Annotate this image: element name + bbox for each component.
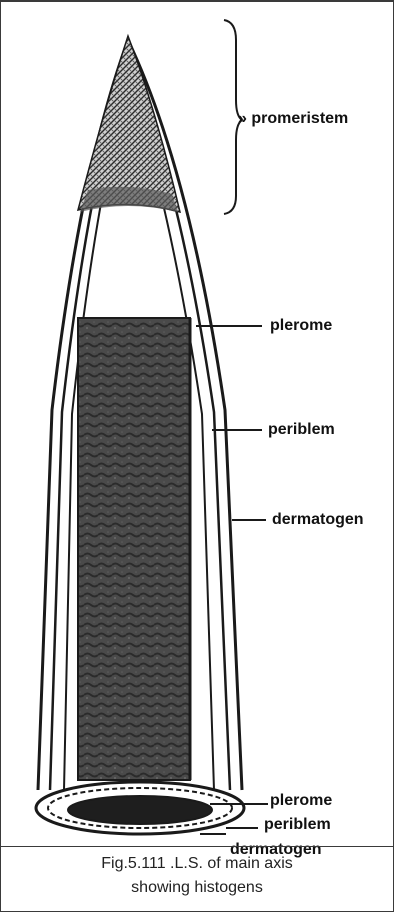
caption-divider [0, 846, 394, 847]
figure-caption: Fig.5.111 .L.S. of main axis showing his… [0, 852, 394, 900]
section-plerome-core [68, 796, 212, 824]
label-periblem-top: periblem [268, 421, 335, 439]
label-dermatogen-top: dermatogen [272, 511, 364, 529]
label-plerome-top: plerome [270, 317, 332, 335]
caption-line-1: Fig.5.111 .L.S. of main axis [0, 852, 394, 876]
caption-line-2: showing histogens [0, 876, 394, 900]
label-periblem-bottom: periblem [264, 816, 331, 834]
promeristem-tip [78, 36, 180, 212]
label-promeristem: » promeristem [238, 110, 348, 128]
label-plerome-bottom: plerome [270, 792, 332, 810]
plerome-core [78, 318, 190, 780]
